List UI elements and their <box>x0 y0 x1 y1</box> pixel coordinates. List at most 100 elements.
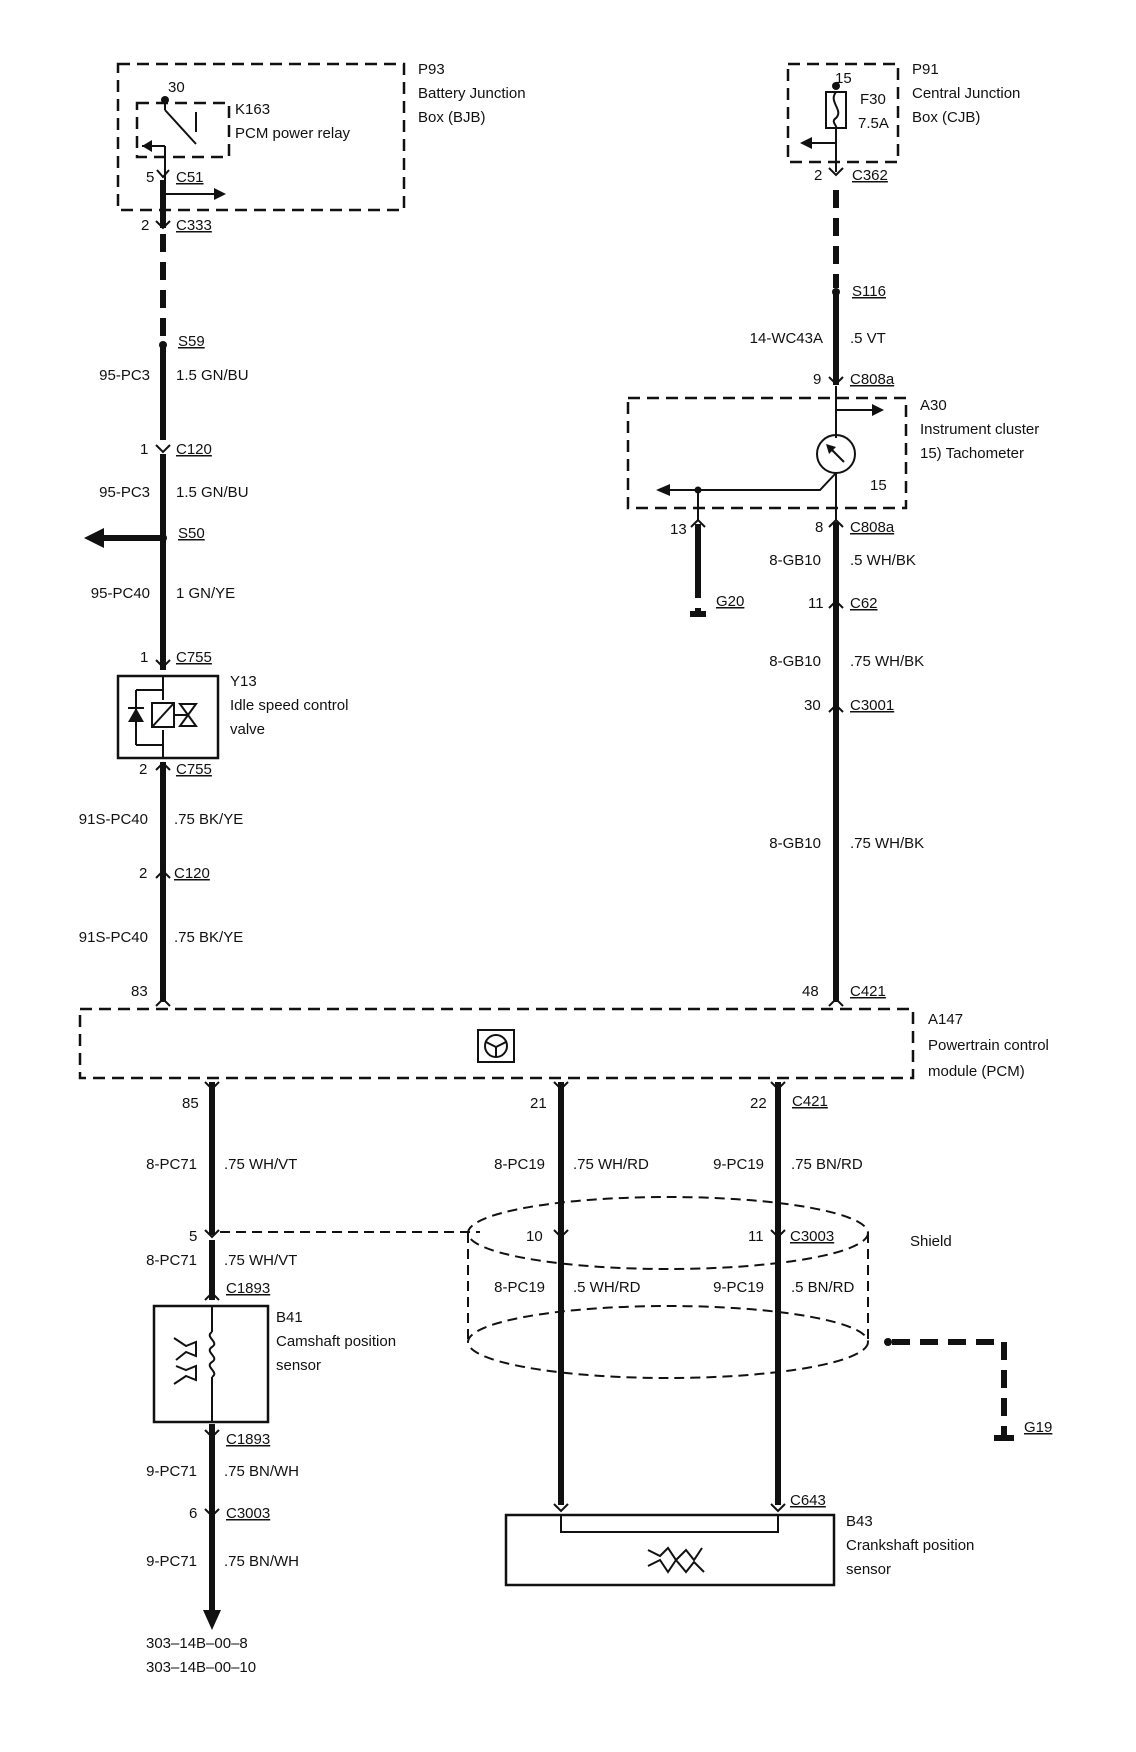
c643-name: C643 <box>790 1492 826 1509</box>
p93-line1: Battery Junction <box>418 85 526 102</box>
w1-spec: 1.5 GN/BU <box>176 367 249 384</box>
w10-spec: .75 WH/VT <box>224 1156 297 1173</box>
w6-circuit: 14-WC43A <box>750 330 823 347</box>
k163-id: K163 <box>235 101 270 118</box>
w12-circuit: 9-PC19 <box>713 1156 764 1173</box>
p93-id: P93 <box>418 61 445 78</box>
y13-idle-speed-control-valve: Y13 Idle speed control valve <box>116 673 348 760</box>
s50-name: S50 <box>178 525 205 542</box>
w2-circuit: 95-PC3 <box>99 484 150 501</box>
pcm21-pin: 21 <box>530 1095 547 1112</box>
w6-spec: .5 VT <box>850 330 886 347</box>
c421-top-name: C421 <box>850 983 886 1000</box>
a30-line2: 15) Tachometer <box>920 445 1024 462</box>
b41-line1: Camshaft position <box>276 1333 396 1350</box>
c808a-bot-pin: 8 <box>815 519 823 536</box>
c120a-name: C120 <box>176 441 212 458</box>
b43-line1: Crankshaft position <box>846 1537 974 1554</box>
c3001-name: C3001 <box>850 697 894 714</box>
g20-pin: 13 <box>670 521 687 538</box>
w15-circuit: 9-PC19 <box>713 1279 764 1296</box>
connector-c62: 11 C62 <box>808 595 878 612</box>
connector-c421-top: 48 C421 <box>802 983 886 1007</box>
b43-crankshaft-position-sensor: B43 Crankshaft position sensor <box>504 1513 974 1587</box>
w3-circuit: 95-PC40 <box>91 585 150 602</box>
c755a-pin: 1 <box>140 649 148 666</box>
w9-circuit: 8-GB10 <box>769 835 821 852</box>
p91-line1: Central Junction <box>912 85 1020 102</box>
connector-c755-b: 2 C755 <box>139 761 212 778</box>
connector-c808a-bottom: 8 C808a <box>815 518 895 536</box>
c808a-bot-name: C808a <box>850 519 895 536</box>
c1893b-name: C1893 <box>226 1431 270 1448</box>
k163-pcm-power-relay: 30 K163 PCM power relay <box>135 79 351 180</box>
c62-name: C62 <box>850 595 878 612</box>
y13-line1: Idle speed control <box>230 697 348 714</box>
c3003-m-pin: 10 <box>526 1228 543 1245</box>
w12-spec: .75 BN/RD <box>791 1156 863 1173</box>
a147-powertrain-control-module: A147 Powertrain control module (PCM) <box>78 1007 1049 1080</box>
ground-g20: 13 G20 <box>670 518 744 617</box>
p91-central-junction-box: P91 Central Junction Box (CJB) <box>786 61 1020 164</box>
c755b-pin: 2 <box>139 761 147 778</box>
splice-s50: S50 <box>84 525 205 548</box>
connector-c3003-pin6: 6 C3003 <box>189 1505 270 1522</box>
w8-circuit: 8-GB10 <box>769 653 821 670</box>
pcm83-pin: 83 <box>131 983 148 1000</box>
c755a-name: C755 <box>176 649 212 666</box>
w2-spec: 1.5 GN/BU <box>176 484 249 501</box>
reference-1: 303–14B–00–8 <box>146 1635 248 1652</box>
w14-circuit: 8-PC19 <box>494 1279 545 1296</box>
a30-id: A30 <box>920 397 947 414</box>
g20-name: G20 <box>716 593 744 610</box>
connector-c421-bottom: 22 C421 <box>750 1081 828 1112</box>
w5-circuit: 91S-PC40 <box>79 929 148 946</box>
a30-instrument-cluster: A30 Instrument cluster 15) Tachometer 15 <box>626 386 1039 520</box>
w11-circuit: 8-PC19 <box>494 1156 545 1173</box>
connector-c120-b: 2 C120 <box>139 865 210 882</box>
k163-name: PCM power relay <box>235 125 351 142</box>
connector-c120-a: 1 C120 <box>140 441 212 458</box>
c3003-r-name: C3003 <box>790 1228 834 1245</box>
w13-circuit: 8-PC71 <box>146 1252 197 1269</box>
c3003b-pin: 6 <box>189 1505 197 1522</box>
connector-c643: C643 <box>553 1492 826 1513</box>
f30-rating: 7.5A <box>858 115 889 132</box>
w4-circuit: 91S-PC40 <box>79 811 148 828</box>
w10-circuit: 8-PC71 <box>146 1156 197 1173</box>
y13-id: Y13 <box>230 673 257 690</box>
down-arrow-icon <box>203 1610 221 1630</box>
c808a-top-name: C808a <box>850 371 895 388</box>
w4-spec: .75 BK/YE <box>174 811 243 828</box>
connector-c51: 5 C51 <box>146 169 226 200</box>
c755b-name: C755 <box>176 761 212 778</box>
cable-shield: Shield <box>220 1196 952 1379</box>
connector-c808a-top: 9 C808a <box>813 371 895 388</box>
s116-name: S116 <box>852 283 886 300</box>
c421-bot-pin: 22 <box>750 1095 767 1112</box>
w17-circuit: 9-PC71 <box>146 1553 197 1570</box>
connector-c3001: 30 C3001 <box>804 697 894 714</box>
c51-pin: 5 <box>146 169 154 186</box>
y13-line2: valve <box>230 721 265 738</box>
c62-pin: 11 <box>808 595 824 612</box>
b41-camshaft-position-sensor: B41 Camshaft position sensor <box>152 1304 396 1424</box>
reference-2: 303–14B–00–10 <box>146 1659 256 1676</box>
connector-c3003-pin5: 5 <box>189 1228 220 1245</box>
connector-c362: 2 C362 <box>814 167 888 184</box>
s59-name: S59 <box>178 333 205 350</box>
p91-id: P91 <box>912 61 939 78</box>
k163-pin: 30 <box>168 79 185 96</box>
w7-circuit: 8-GB10 <box>769 552 821 569</box>
b43-line2: sensor <box>846 1561 891 1578</box>
w13-spec: .75 WH/VT <box>224 1252 297 1269</box>
b43-id: B43 <box>846 1513 873 1530</box>
ground-g19: G19 <box>892 1339 1052 1441</box>
w9-spec: .75 WH/BK <box>850 835 924 852</box>
a147-id: A147 <box>928 1011 963 1028</box>
f30-pin: 15 <box>835 70 852 87</box>
connector-c3003-pin11: 11 C3003 <box>748 1228 834 1245</box>
splice-s116: S116 <box>832 283 886 300</box>
c120b-name: C120 <box>174 865 210 882</box>
